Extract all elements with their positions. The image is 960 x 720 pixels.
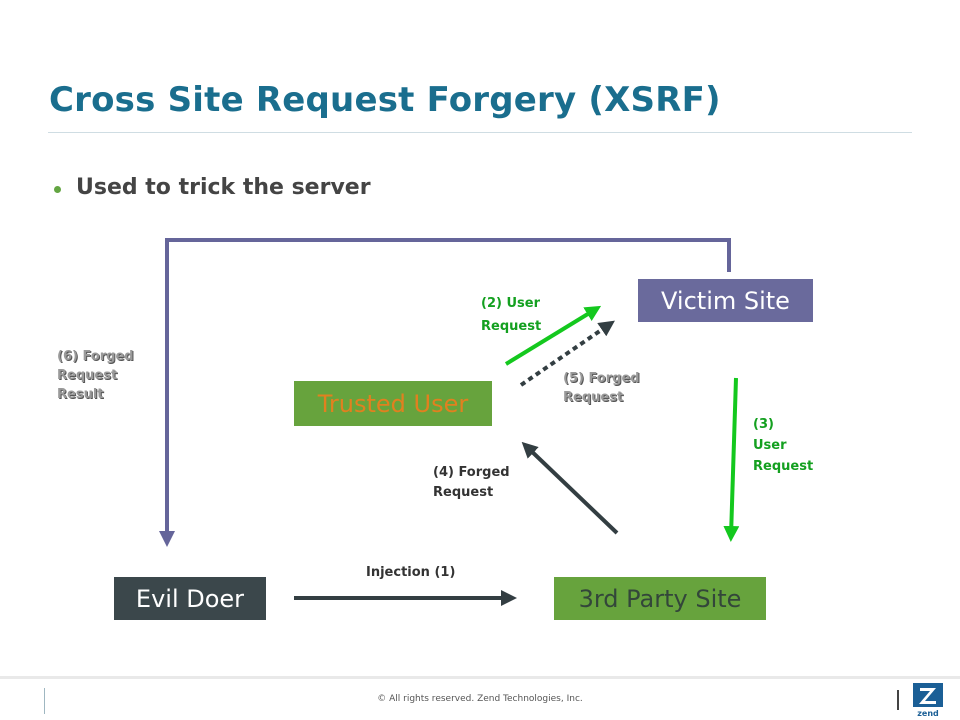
label-line: Request: [753, 459, 814, 474]
title-divider: [48, 132, 912, 133]
label-line: (3): [753, 417, 774, 432]
bullet-text: Used to trick the server: [76, 175, 371, 200]
user-request-3-label: (3) User Request: [753, 414, 813, 477]
label-line: (6) Forged: [57, 349, 134, 364]
label-line: (2) User: [481, 296, 540, 311]
user-request-2-label: (2) User Request: [481, 292, 541, 338]
forged-result-connector: [159, 238, 731, 547]
victim-site-node: Victim Site: [638, 279, 813, 322]
user-request-2-arrow: [504, 305, 602, 366]
footer-separator: [897, 690, 899, 710]
forged-result-6-label: (6) Forged Request Result: [57, 347, 134, 404]
forged-request-5-label: (5) Forged Request: [563, 369, 640, 407]
footer-divider: [0, 676, 960, 679]
forged-request-4-label: (4) Forged Request: [433, 463, 510, 503]
label-line: (4) Forged: [433, 465, 510, 480]
label-line: Request: [563, 390, 624, 405]
injection-label: Injection (1): [366, 565, 456, 580]
bullet-dot-icon: [54, 186, 61, 193]
label-line: Result: [57, 387, 104, 402]
zend-logo-icon: zend: [913, 683, 943, 718]
evil-doer-node: Evil Doer: [114, 577, 266, 620]
label-line: Request: [57, 368, 118, 383]
third-party-site-node: 3rd Party Site: [554, 577, 766, 620]
label-line: User: [753, 438, 787, 453]
trusted-user-node: Trusted User: [294, 381, 492, 426]
copyright-text: © All rights reserved. Zend Technologies…: [377, 694, 583, 704]
label-line: (5) Forged: [563, 371, 640, 386]
label-line: Request: [481, 319, 542, 334]
logo-wordmark: zend: [917, 709, 939, 718]
forged-request-4-arrow: [521, 441, 619, 535]
user-request-3-arrow: [723, 377, 740, 542]
footer-tick: [44, 688, 45, 714]
slide-title: Cross Site Request Forgery (XSRF): [49, 80, 721, 120]
label-line: Request: [433, 485, 494, 500]
